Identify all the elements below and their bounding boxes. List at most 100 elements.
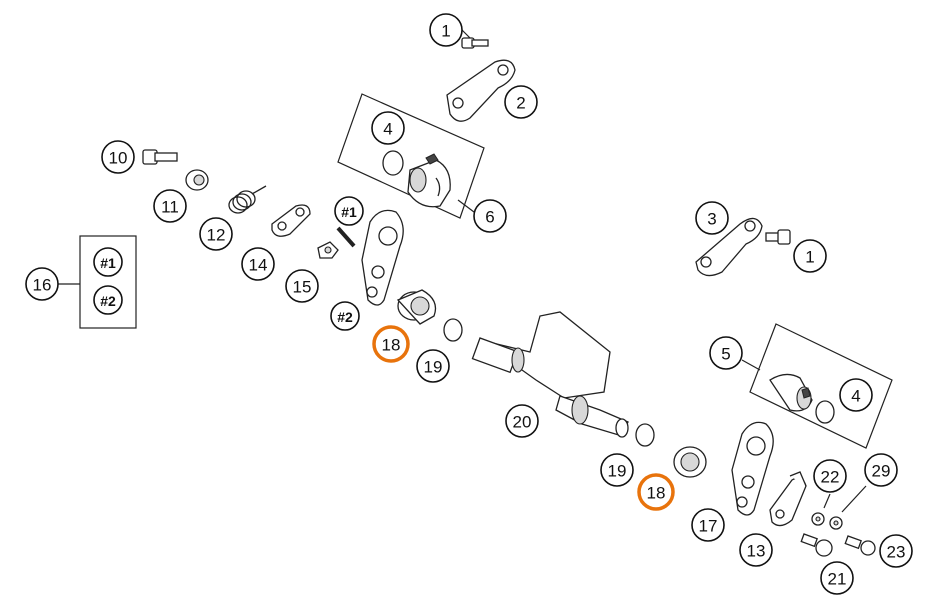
callout-11[interactable]: 11 [153, 189, 187, 223]
marker-label: #2 [337, 309, 353, 325]
callout-ring [473, 199, 507, 233]
callout-ring [25, 267, 59, 301]
washer-part-22[interactable] [811, 512, 825, 526]
callout-15[interactable]: 15 [285, 269, 319, 303]
marker-num-2[interactable]: #2 [330, 301, 360, 331]
bushing-part-18-upper[interactable] [396, 289, 437, 325]
marker-ring [334, 196, 364, 226]
callout-number: 23 [887, 543, 906, 562]
bolt-part-21[interactable] [800, 533, 833, 557]
callout-ring [416, 349, 450, 383]
callout-6[interactable]: 6 [473, 199, 507, 233]
callout-4[interactable]: 4 [839, 378, 873, 412]
callout-number: 22 [821, 468, 840, 487]
link-plate-part-14[interactable] [271, 204, 311, 237]
sensor-part-6[interactable] [407, 153, 451, 208]
callout-13[interactable]: 13 [739, 533, 773, 567]
leader-29 [841, 485, 867, 513]
sensor-part-5[interactable] [769, 373, 813, 412]
screw-part-1-top[interactable] [461, 37, 489, 49]
callout-number: 18 [647, 484, 666, 503]
callout-number: 5 [721, 345, 730, 364]
callout-5[interactable]: 5 [709, 336, 743, 370]
o-ring-part-4b[interactable] [815, 400, 835, 424]
callout-3[interactable]: 3 [695, 201, 729, 235]
callout-number: 19 [424, 358, 443, 377]
screw-part-1-right[interactable] [765, 229, 791, 245]
nut-part-11[interactable] [185, 169, 209, 191]
callout-ring [285, 269, 319, 303]
callout-4[interactable]: 4 [371, 111, 405, 145]
callout-22[interactable]: 22 [813, 459, 847, 493]
marker-num-1[interactable]: #1 [93, 247, 123, 277]
callout-ring [793, 239, 827, 273]
callout-ring [241, 247, 275, 281]
callout-ring [695, 201, 729, 235]
marker-label: #1 [100, 255, 116, 271]
callout-ring [505, 404, 539, 438]
kit-box-part-16 [79, 235, 137, 329]
plate-part-13[interactable] [769, 471, 807, 527]
callout-number: 15 [293, 278, 312, 297]
callout-19[interactable]: 19 [600, 453, 634, 487]
callout-ring [371, 111, 405, 145]
o-ring-part-19-upper[interactable] [443, 318, 463, 342]
callout-ring [101, 140, 135, 174]
marker-num-2[interactable]: #2 [93, 285, 123, 315]
o-ring-part-4a[interactable] [382, 150, 404, 176]
leader-6 [457, 199, 475, 213]
callout-number: 21 [828, 570, 847, 589]
callout-number: 12 [207, 226, 226, 245]
bolt-part-10[interactable] [142, 149, 178, 165]
callout-21[interactable]: 21 [820, 561, 854, 595]
bolt-part-23[interactable] [844, 535, 876, 556]
callout-ring [199, 217, 233, 251]
callout-16[interactable]: 16 [25, 267, 59, 301]
bracket-part-3[interactable] [695, 217, 763, 277]
callout-number: 29 [872, 462, 891, 481]
callout-number: 3 [707, 210, 716, 229]
callout-18[interactable]: 18 [372, 325, 410, 363]
spring-part-12[interactable] [228, 185, 267, 214]
lever-part-17[interactable] [731, 421, 774, 516]
o-ring-part-19-lower[interactable] [635, 423, 655, 447]
callout-ring [691, 508, 725, 542]
callout-ring [739, 533, 773, 567]
callout-number: 4 [383, 120, 392, 139]
callout-ring [637, 473, 675, 511]
callout-number: 1 [441, 22, 450, 41]
callout-17[interactable]: 17 [691, 508, 725, 542]
callout-ring [839, 378, 873, 412]
callout-ring [813, 459, 847, 493]
kit-box-part-5 [749, 323, 893, 449]
callout-ring [600, 453, 634, 487]
callout-19[interactable]: 19 [416, 349, 450, 383]
shaft-part-20[interactable] [471, 311, 629, 438]
callout-18[interactable]: 18 [637, 473, 675, 511]
callout-ring [429, 13, 463, 47]
lever-part-2[interactable] [361, 209, 404, 306]
washer-part-15[interactable] [317, 241, 339, 259]
callout-number: 4 [851, 387, 860, 406]
bracket-part-2[interactable] [446, 59, 516, 122]
callout-1[interactable]: 1 [793, 239, 827, 273]
marker-label: #1 [341, 204, 357, 220]
marker-num-1[interactable]: #1 [334, 196, 364, 226]
callout-1[interactable]: 1 [429, 13, 463, 47]
callout-ring [879, 534, 913, 568]
callout-10[interactable]: 10 [101, 140, 135, 174]
callout-number: 20 [513, 413, 532, 432]
callout-number: 16 [33, 276, 52, 295]
callout-14[interactable]: 14 [241, 247, 275, 281]
callout-12[interactable]: 12 [199, 217, 233, 251]
bushing-part-18-lower[interactable] [673, 446, 707, 478]
washer-part-29[interactable] [829, 516, 843, 530]
callout-23[interactable]: 23 [879, 534, 913, 568]
callout-20[interactable]: 20 [505, 404, 539, 438]
pin-marker-1[interactable] [336, 226, 356, 248]
callout-2[interactable]: 2 [504, 85, 538, 119]
callout-29[interactable]: 29 [864, 453, 898, 487]
callout-number: 2 [516, 94, 525, 113]
callout-ring [372, 325, 410, 363]
